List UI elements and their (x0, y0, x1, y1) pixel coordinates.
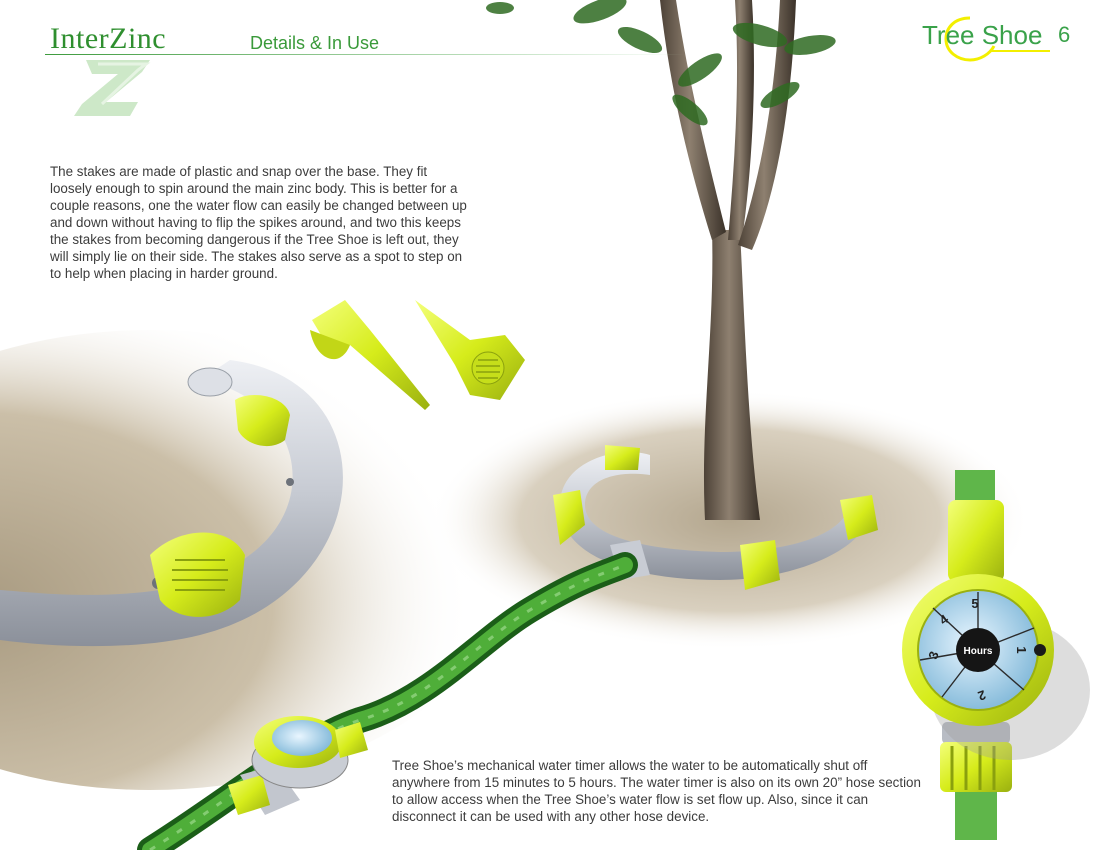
interzinc-z-logo (74, 60, 151, 116)
dial-number-1: 1 (1014, 646, 1029, 653)
dial-number-2: 2 (976, 687, 988, 704)
page-number: 6 (1058, 22, 1071, 47)
dial-number-5: 5 (971, 596, 978, 611)
dial-center-label: Hours (964, 646, 993, 657)
tree-shoe-logo-ring (944, 16, 996, 62)
tree (486, 0, 836, 520)
timer-description: Tree Shoe’s mechanical water timer allow… (392, 758, 921, 824)
stakes (310, 300, 525, 410)
timer-closeup (902, 470, 1090, 840)
stakes-description: The stakes are made of plastic and snap … (50, 164, 467, 281)
product-underline (990, 50, 1050, 52)
header-rule (45, 54, 685, 55)
product-name: Tree Shoe (922, 20, 1043, 50)
brand-name: InterZinc (50, 22, 167, 55)
timer-inline (228, 716, 368, 815)
ring-closeup (0, 360, 343, 647)
section-subtitle: Details & In Use (250, 33, 380, 53)
dial-number-3: 3 (925, 649, 942, 661)
